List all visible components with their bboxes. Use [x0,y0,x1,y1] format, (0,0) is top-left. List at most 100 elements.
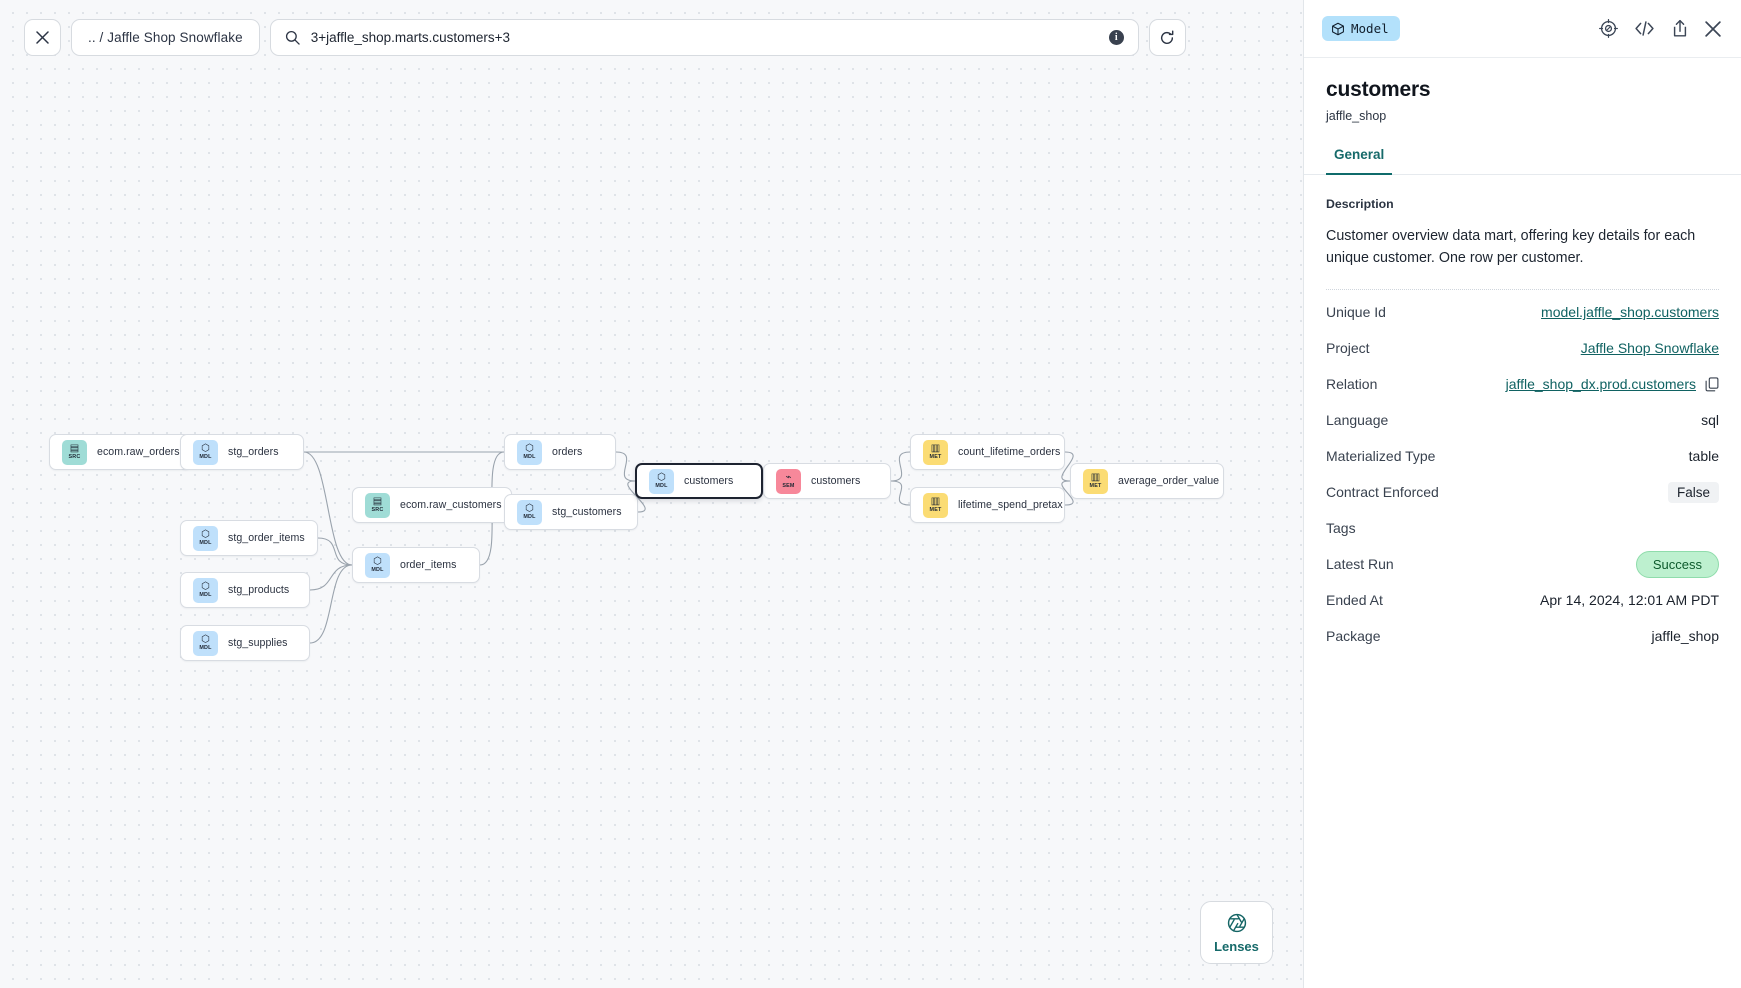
node-label: orders [552,446,583,458]
description-label: Description [1326,197,1394,211]
node-glyph: ▥ [930,495,941,507]
detail-value: Apr 14, 2024, 12:01 AM PDT [1540,592,1719,608]
node-type-abbr: MET [1089,482,1102,489]
graph-edge [309,564,353,591]
close-button[interactable] [24,19,61,56]
node-glyph: ▥ [1090,471,1101,483]
detail-link[interactable]: Jaffle Shop Snowflake [1580,340,1719,357]
refresh-icon [1161,29,1174,44]
node-type-badge-mdl-icon: ⬡MDL [365,552,390,578]
node-glyph: ⬡ [657,471,666,483]
panel-close-icon[interactable] [1705,20,1721,37]
code-icon[interactable] [1634,19,1655,38]
divider [1326,289,1719,291]
panel-body: Description Customer overview data mart,… [1304,175,1741,988]
detail-value: Success [1635,550,1719,578]
node-type-badge-mdl-icon: ⬡MDL [193,630,218,656]
lineage-canvas[interactable]: .. / Jaffle Shop Snowflake 3+jaffle_shop… [0,0,1303,988]
graph-node-stg_orders[interactable]: ⬡MDL stg_orders [180,434,304,470]
node-type-abbr: MDL [523,453,536,460]
detail-chip: False [1667,481,1719,503]
graph-node-orders[interactable]: ⬡MDL orders [504,434,616,470]
detail-value: jaffle_shop [1652,628,1719,644]
node-label: average_order_value [1118,475,1220,487]
refresh-button[interactable] [1148,19,1186,56]
breadcrumb-button[interactable]: .. / Jaffle Shop Snowflake [71,19,260,56]
node-type-abbr: MDL [199,539,212,546]
detail-text: sql [1701,412,1719,429]
panel-tabs: General [1304,147,1741,175]
node-type-abbr: SEM [782,482,795,489]
info-icon[interactable]: i [1108,30,1124,45]
graph-edge [309,564,353,644]
node-type-abbr: MDL [371,566,384,573]
panel-subtitle: jaffle_shop [1326,109,1387,123]
node-glyph: ▤ [69,442,80,454]
node-glyph: ⬡ [201,633,210,645]
graph-node-average_order_value[interactable]: ▥MET average_order_value [1070,463,1224,499]
copy-icon[interactable] [1705,377,1719,392]
node-type-abbr: MDL [199,591,212,598]
detail-value: model.jaffle_shop.customers [1541,304,1719,320]
node-type-abbr: MDL [655,482,668,489]
graph-edge [890,480,911,506]
node-type-abbr: SRC [68,453,81,460]
panel-header: customers jaffle_shop [1304,58,1741,123]
node-type-badge-mdl-icon: ⬡MDL [517,439,542,465]
node-glyph: ⬡ [201,580,210,592]
detail-text: jaffle_shop [1651,628,1719,645]
lenses-label: Lenses [1214,938,1259,954]
detail-key: Package [1326,628,1381,645]
node-label: stg_orders [228,446,279,458]
detail-row: Unique Id model.jaffle_shop.customers [1326,294,1719,330]
node-type-badge-src-icon: ▤SRC [62,439,87,465]
graph-edge [890,451,911,482]
page-title: customers [1326,78,1431,101]
lenses-button[interactable]: Lenses [1200,901,1273,964]
detail-key: Language [1326,412,1389,429]
node-label: count_lifetime_orders [958,446,1061,458]
status-badge: Success [1635,550,1719,578]
search-input[interactable]: 3+jaffle_shop.marts.customers+3 [310,30,511,45]
detail-value: jaffle_shop_dx.prod.customers [1506,376,1719,392]
node-glyph: ⬡ [525,442,534,454]
graph-edge [317,537,353,566]
detail-key: Unique Id [1326,304,1386,321]
detail-key: Materialized Type [1326,448,1436,465]
node-type-badge-mdl-icon: ⬡MDL [193,577,218,603]
detail-value: Jaffle Shop Snowflake [1581,340,1719,356]
node-type-badge-mdl-icon: ⬡MDL [193,439,218,465]
resource-type-chip[interactable]: Model [1322,16,1400,41]
graph-node-stg_products[interactable]: ⬡MDL stg_products [180,572,310,608]
node-glyph: ▥ [930,442,941,454]
detail-row: Materialized Type table [1326,438,1719,474]
breadcrumb-label: .. / Jaffle Shop Snowflake [88,30,243,45]
node-type-badge-mdl-icon: ⬡MDL [193,525,218,551]
details-panel: Model [1303,0,1741,988]
detail-key: Ended At [1326,592,1383,609]
panel-actions [1599,19,1721,38]
node-label: lifetime_spend_pretax [958,499,1063,511]
focus-lineage-icon[interactable] [1599,19,1618,38]
detail-value: table [1689,448,1719,464]
share-icon[interactable] [1671,19,1689,38]
detail-link[interactable]: jaffle_shop_dx.prod.customers [1505,376,1696,393]
tab-general[interactable]: General [1326,147,1393,175]
search-icon [285,30,300,45]
node-label: stg_products [228,584,290,596]
detail-link[interactable]: model.jaffle_shop.customers [1541,304,1719,321]
lineage-search[interactable]: 3+jaffle_shop.marts.customers+3 i [269,19,1139,56]
